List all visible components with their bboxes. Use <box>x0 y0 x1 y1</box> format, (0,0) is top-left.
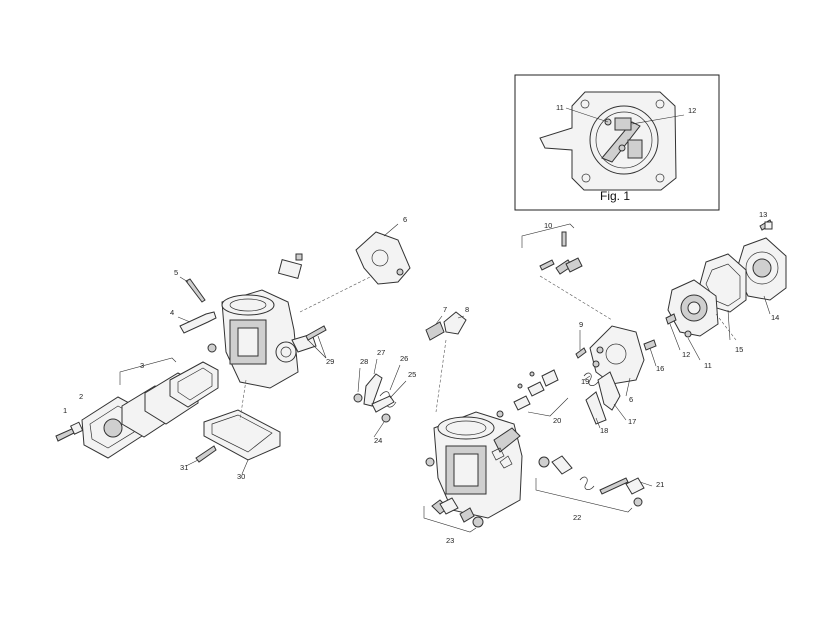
screw-part-12b <box>665 313 681 351</box>
callout-c12b: 12 <box>682 350 690 359</box>
bracket-part-18 <box>585 391 607 429</box>
callout-c24: 24 <box>374 436 382 445</box>
screw-part-9 <box>575 330 587 359</box>
callout-c14: 14 <box>771 313 779 322</box>
callout-c19: 19 <box>581 377 589 386</box>
pump-body <box>667 279 737 341</box>
callout-c15: 15 <box>735 345 743 354</box>
callout-c6a: 6 <box>403 215 407 224</box>
callout-c5: 5 <box>174 268 178 277</box>
right-assembly <box>423 223 657 533</box>
linkage-parts-24-28 <box>353 358 407 438</box>
throttle-cover-part-6a <box>299 223 411 313</box>
needle-part-21 <box>625 477 653 507</box>
callout-c7: 7 <box>443 305 447 314</box>
callout-c6b: 6 <box>629 395 633 404</box>
fitting-set-part-22 <box>535 455 633 513</box>
throttle-cover-part-6b <box>589 325 645 397</box>
fig1-inset: Fig. 1 <box>514 74 720 211</box>
callout-c27: 27 <box>377 348 385 357</box>
callout-c29: 29 <box>326 357 334 366</box>
carburetor-body-right <box>425 410 523 528</box>
bracket-small <box>277 259 303 279</box>
pin-set-part-10 <box>521 223 613 321</box>
callout-c10: 10 <box>544 221 552 230</box>
lever-part-27 <box>363 373 383 407</box>
callout-c9: 9 <box>579 320 583 329</box>
callout-c12a: 12 <box>688 106 696 115</box>
callout-c21: 21 <box>656 480 664 489</box>
callout-c4: 4 <box>170 308 174 317</box>
fig1-title: Fig. 1 <box>600 189 630 203</box>
callout-c17: 17 <box>628 417 636 426</box>
washer-part-28 <box>353 393 363 403</box>
screw-part-29 <box>305 325 327 359</box>
screw-part-11b <box>684 330 701 361</box>
callout-c31: 31 <box>180 463 188 472</box>
callout-c20: 20 <box>553 416 561 425</box>
nut-part-24 <box>381 413 391 423</box>
spring-part-19 <box>583 372 599 386</box>
callout-c8: 8 <box>465 305 469 314</box>
gasket-set-part-3 <box>119 357 219 438</box>
callout-c11a: 11 <box>556 103 564 112</box>
lever-part-25 <box>371 395 395 413</box>
jet-set-part-23 <box>423 497 477 533</box>
screw-part-13 <box>759 219 773 231</box>
plate-part-30 <box>203 379 281 475</box>
screw-part-31 <box>185 445 217 467</box>
callout-c23: 23 <box>446 536 454 545</box>
screw-part-16 <box>643 339 657 367</box>
callout-c18: 18 <box>600 426 608 435</box>
screw-part-1 <box>55 421 84 442</box>
callout-c28: 28 <box>360 357 368 366</box>
valve-part-8 <box>435 311 467 413</box>
fitting-part-7 <box>425 315 445 341</box>
lever-part-17 <box>597 371 627 421</box>
callout-c1: 1 <box>63 406 67 415</box>
callout-c2: 2 <box>79 392 83 401</box>
screw-part-5 <box>179 276 206 303</box>
callout-c22: 22 <box>573 513 581 522</box>
left-assembly <box>55 223 411 475</box>
gasket-set-part-20 <box>513 369 569 417</box>
callout-c11b: 11 <box>704 361 712 370</box>
carburetor-body-left <box>207 289 317 389</box>
callout-c30: 30 <box>237 472 245 481</box>
pump-stack <box>665 219 787 361</box>
callout-c3: 3 <box>140 361 144 370</box>
callout-c16: 16 <box>656 364 664 373</box>
callout-c13: 13 <box>759 210 767 219</box>
fuel-hose-part-4 <box>179 311 217 334</box>
callout-c25: 25 <box>408 370 416 379</box>
callout-c26: 26 <box>400 354 408 363</box>
